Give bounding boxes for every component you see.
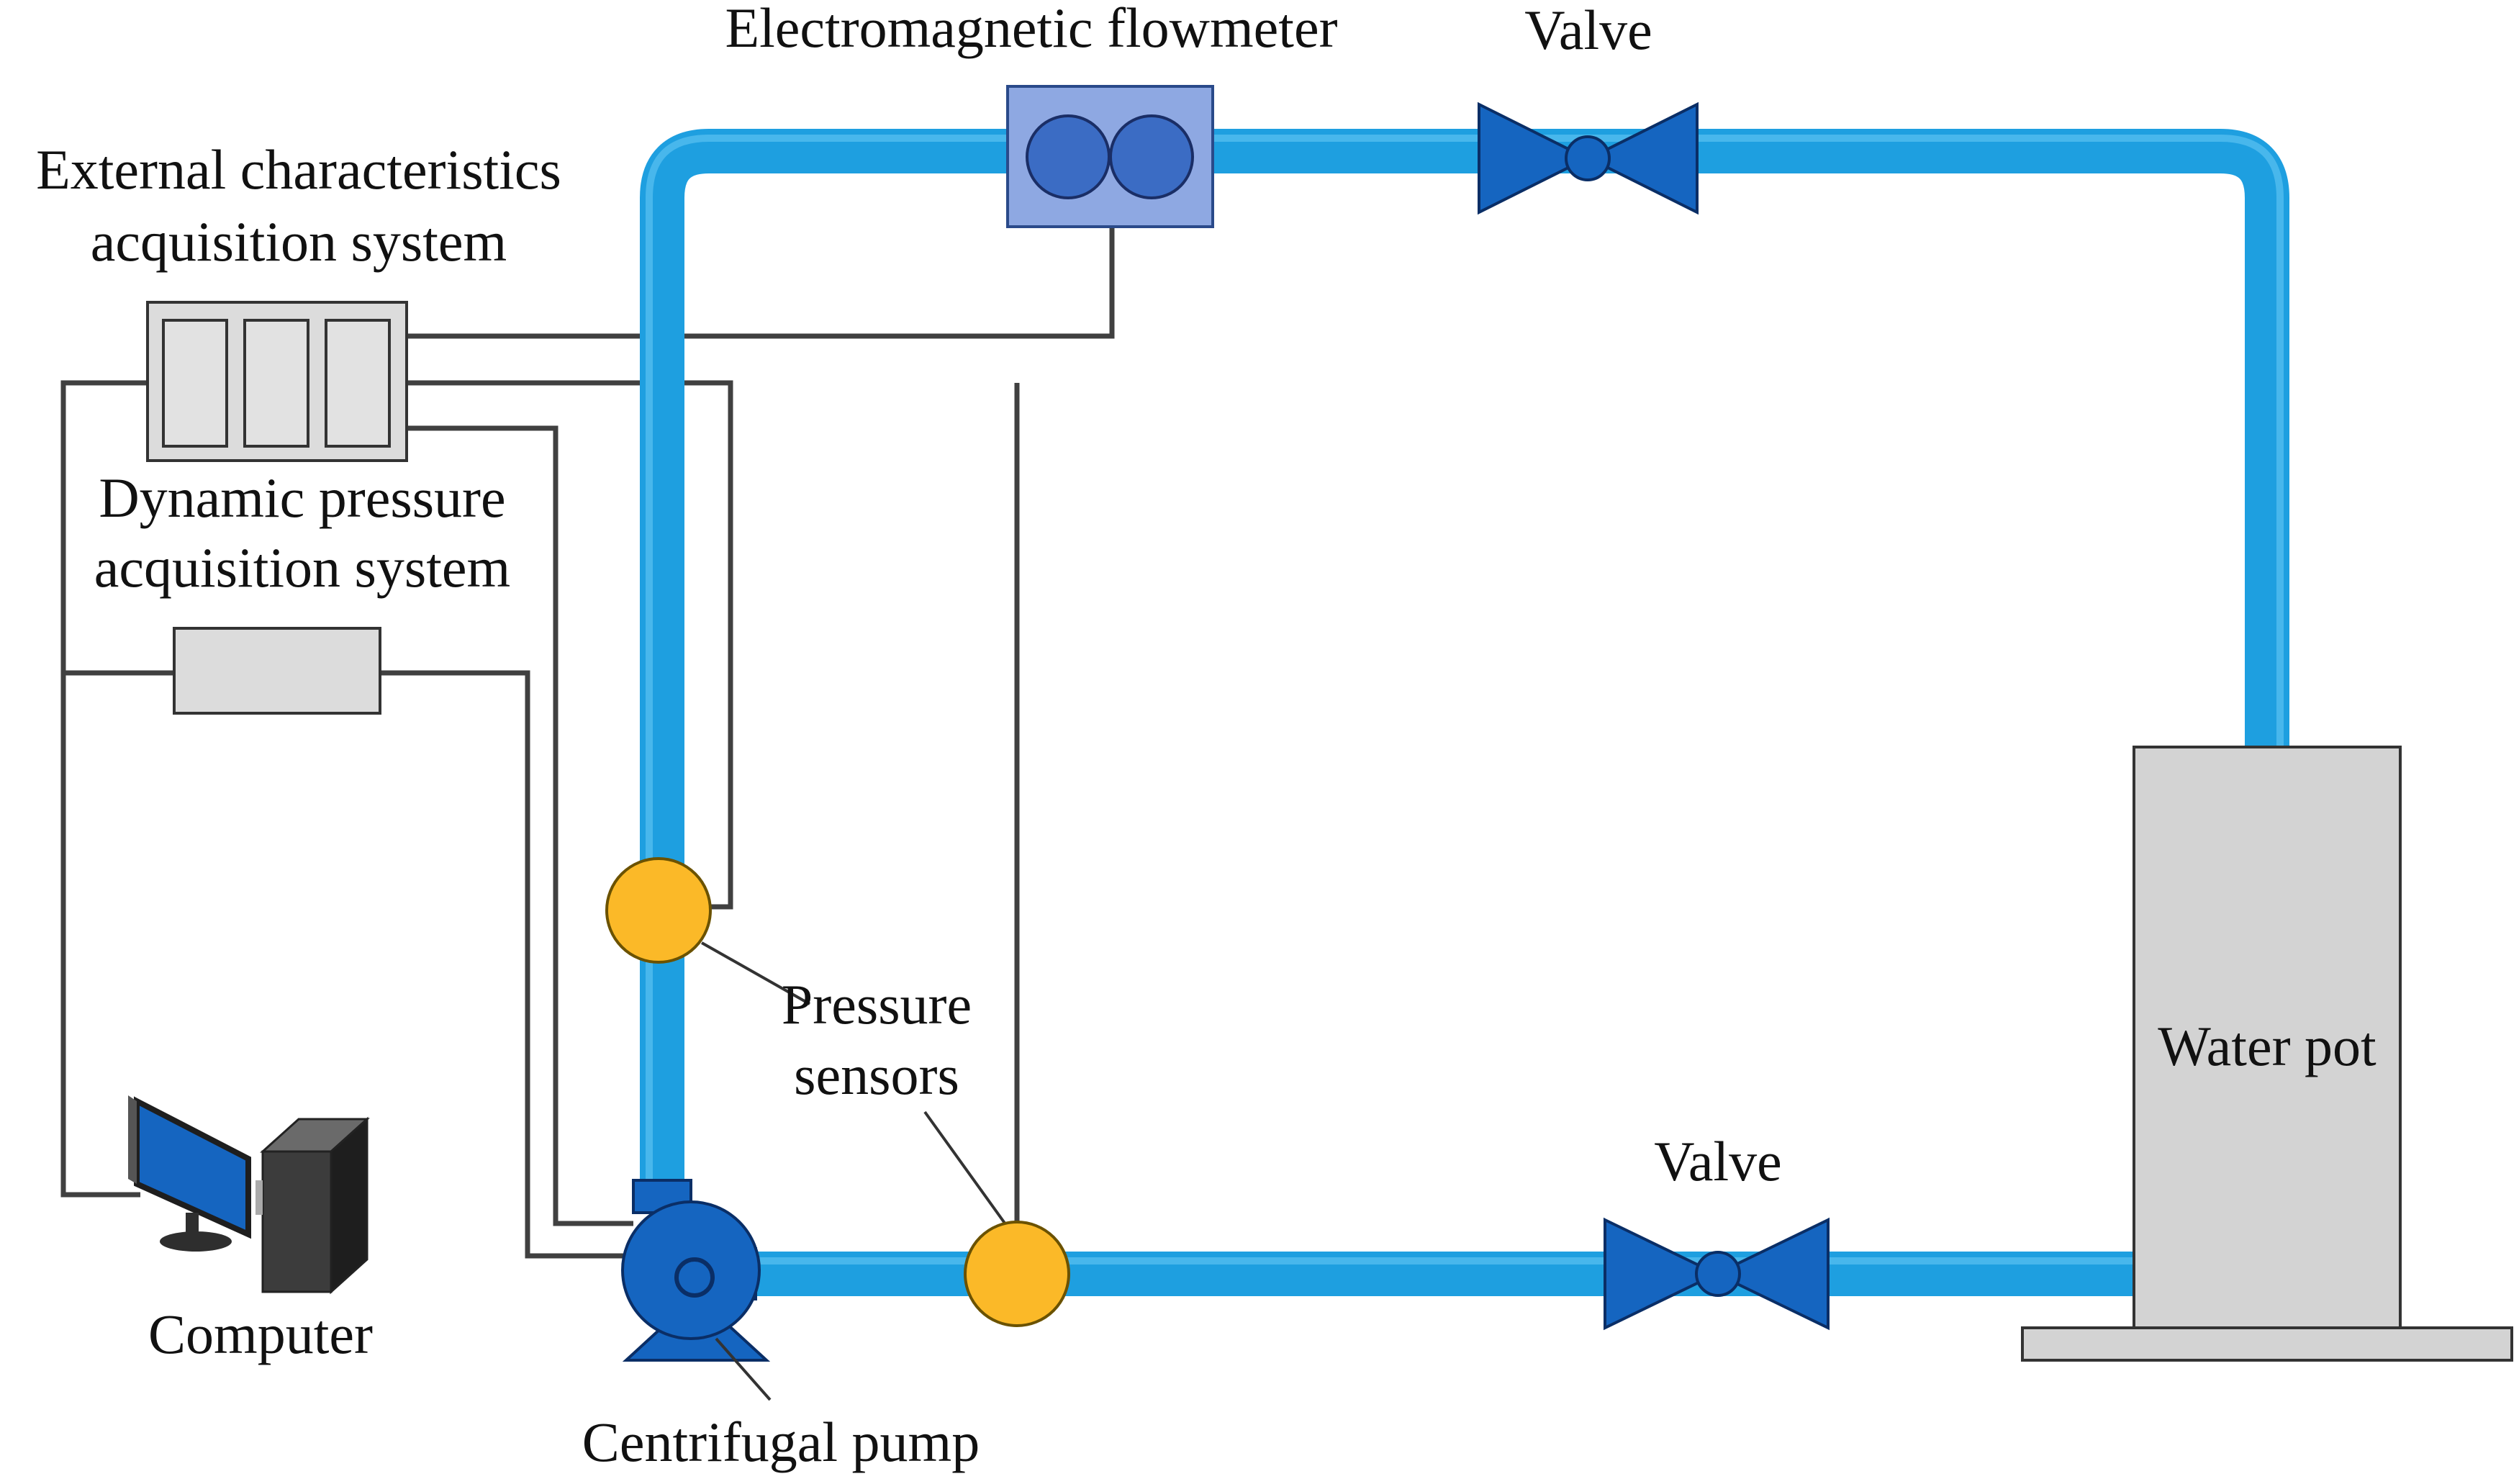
pressure-sensors-label-line2: sensors (794, 1044, 959, 1106)
sensor-leader-upper (701, 941, 810, 1005)
external-acquisition-label-line1: External characteristics (36, 138, 561, 201)
pressure-sensor-upper-icon (605, 857, 712, 964)
pump-impeller (674, 1257, 715, 1298)
pressure-sensors-label-line1: Pressure (782, 973, 972, 1036)
external-acquisition-unit (146, 301, 408, 462)
flowmeter-icon (1006, 85, 1214, 228)
flowmeter-label: Electromagnetic flowmeter (725, 0, 1337, 59)
computer-label: Computer (148, 1303, 373, 1365)
pump-leader (715, 1337, 772, 1401)
dynamic-acquisition-label-line2: acquisition system (94, 536, 510, 599)
valve-top-icon (1478, 101, 1699, 215)
water-pot-label: Water pot (2158, 1015, 2376, 1077)
water-pot-body (2133, 746, 2402, 1329)
valve-bottom-label: Valve (1654, 1130, 1782, 1193)
pump-casing (621, 1200, 761, 1340)
centrifugal-pump-icon (621, 1179, 771, 1362)
wire-dynamic-pump (380, 670, 633, 1259)
water-pot-base (2021, 1326, 2513, 1362)
wire-pump-external (407, 425, 633, 1226)
valve-top-label: Valve (1524, 0, 1652, 61)
desktop-computer-icon (128, 1095, 370, 1295)
water-pot (2021, 746, 2513, 1362)
wire-flowmeter (407, 227, 1115, 339)
pressure-sensor-lower-icon (964, 1221, 1070, 1327)
dynamic-acquisition-label-line1: Dynamic pressure (99, 466, 505, 529)
dynamic-acquisition-unit (173, 627, 381, 715)
pressure-sensors (605, 857, 1070, 1327)
sensor-leader-lower (923, 1110, 1013, 1234)
valve-bottom-icon (1604, 1217, 1830, 1331)
wire-external-computer (60, 380, 148, 1198)
external-acquisition-label-line2: acquisition system (91, 210, 507, 273)
pump-label: Centrifugal pump (582, 1411, 980, 1473)
